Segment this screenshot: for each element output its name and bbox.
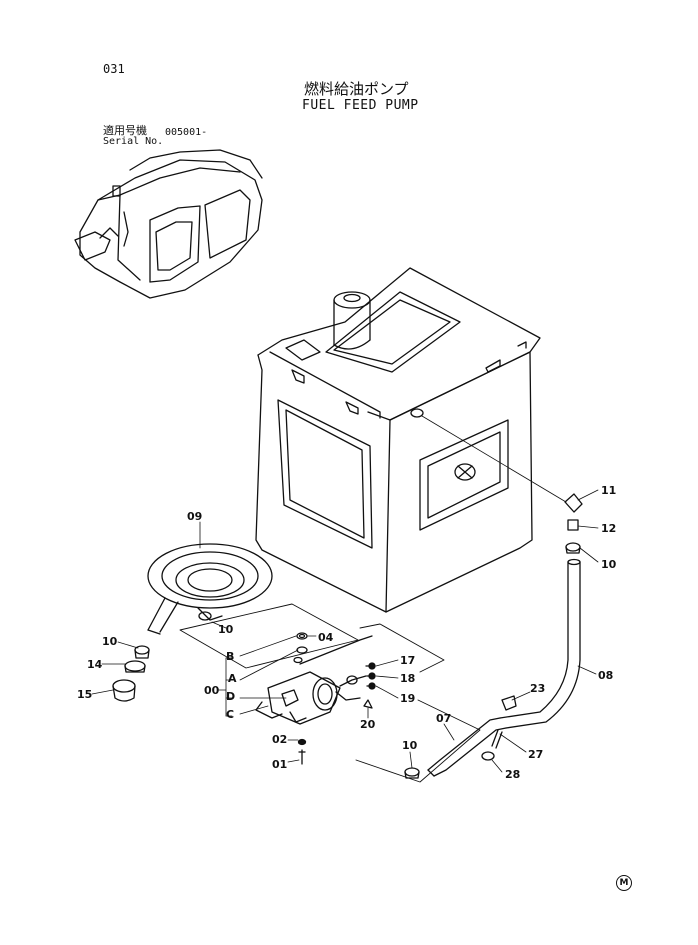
hose-09-coil: [147, 543, 273, 635]
callout-01: 01: [272, 758, 287, 771]
fuel-pump-assembly: [255, 632, 376, 765]
callouts: 09 10 14 15 10 04 B A 00 D C 02 01 17 18…: [77, 484, 617, 781]
callout-b: B: [226, 650, 234, 663]
manufacturer-mark: M: [616, 875, 632, 891]
callout-19: 19: [400, 692, 415, 705]
callout-15: 15: [77, 688, 92, 701]
callout-00: 00: [204, 684, 220, 697]
callout-09: 09: [187, 510, 202, 523]
callout-c: C: [226, 708, 234, 721]
fuel-tank: [255, 267, 567, 613]
callout-10-bottom: 10: [402, 739, 418, 752]
callout-28: 28: [505, 768, 520, 781]
callout-18: 18: [400, 672, 415, 685]
callout-08: 08: [598, 669, 613, 682]
callout-a: A: [228, 672, 237, 685]
callout-10-left: 10: [102, 635, 118, 648]
callout-12: 12: [601, 522, 616, 535]
suction-fittings: [112, 645, 150, 702]
serial-range: 005001-: [165, 127, 208, 138]
callout-27: 27: [528, 748, 543, 761]
serial-label-english: Serial No.: [103, 136, 164, 147]
callout-10-center: 10: [218, 623, 234, 636]
serial-label-japanese: 適用号機: [103, 124, 147, 137]
callout-07: 07: [436, 712, 451, 725]
callout-23: 23: [530, 682, 545, 695]
title-japanese: 燃料給油ポンプ: [304, 80, 409, 98]
callout-20: 20: [360, 718, 376, 731]
callout-d: D: [226, 690, 235, 703]
excavator-thumbnail: [74, 149, 263, 299]
callout-14: 14: [87, 658, 103, 671]
title-english: FUEL FEED PUMP: [302, 98, 419, 113]
fuel-pipe-08-07: [404, 493, 583, 779]
page-number: 031: [103, 62, 125, 76]
callout-10-right: 10: [601, 558, 617, 571]
kit-boundary-box: [179, 603, 481, 783]
callout-11: 11: [601, 484, 616, 497]
callout-17: 17: [400, 654, 415, 667]
callout-04: 04: [318, 631, 334, 644]
leader-lines: [91, 489, 599, 773]
callout-02: 02: [272, 733, 287, 746]
